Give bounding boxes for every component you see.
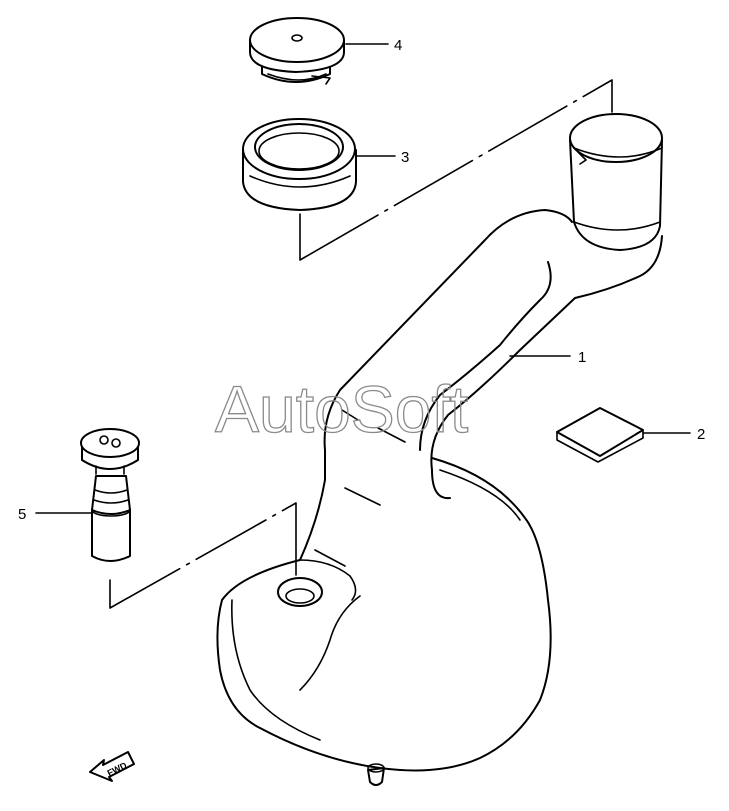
callout-5: 5 — [18, 506, 26, 523]
fwd-arrow-icon: FWD — [89, 751, 135, 782]
part-5-pump[interactable] — [80, 428, 140, 562]
callout-2: 2 — [697, 426, 705, 443]
part-4-cap[interactable] — [249, 17, 345, 85]
watermark: AutoSoft — [215, 372, 468, 446]
part-2-pad[interactable] — [556, 407, 644, 463]
part-3-grommet[interactable] — [242, 118, 357, 211]
callout-1: 1 — [578, 349, 586, 366]
ref-line-3-to-1 — [299, 79, 613, 261]
callout-4: 4 — [394, 37, 402, 54]
callout-3: 3 — [401, 149, 409, 166]
ref-line-5-to-1 — [109, 502, 297, 609]
part-1-washer-tank[interactable] — [216, 113, 663, 786]
